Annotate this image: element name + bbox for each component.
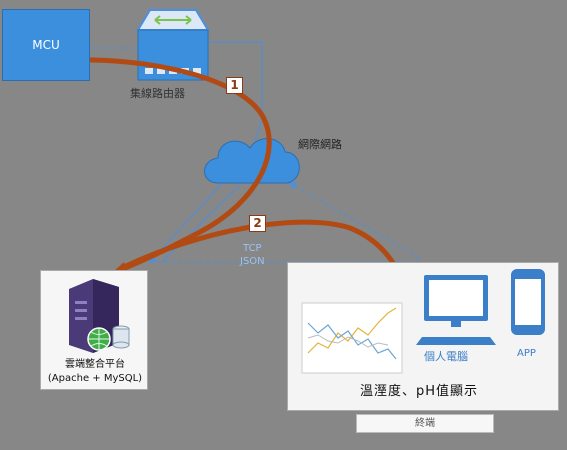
globe-icon <box>87 327 111 351</box>
mcu-label: MCU <box>32 38 60 52</box>
protocol-label: TCP JSON <box>240 242 265 268</box>
server-graphics <box>69 279 130 353</box>
monitor-icon <box>424 275 488 327</box>
pc-label: 個人電腦 <box>424 350 468 363</box>
link-internet-server-2 <box>161 184 241 263</box>
internet-label: 網際網路 <box>298 138 342 151</box>
cloud-icon <box>204 138 300 184</box>
step-2-badge: 2 <box>249 215 266 232</box>
display-label: 溫溼度、pH值顯示 <box>360 384 479 399</box>
terminal-box <box>287 262 559 411</box>
cloud-platform-box <box>40 270 148 390</box>
cloud-platform-name: 雲端整合平台 <box>65 359 125 370</box>
protocol-json: JSON <box>240 256 265 267</box>
database-icon <box>112 325 130 349</box>
link-router-internet <box>208 41 263 141</box>
flow-arrow-2 <box>119 219 408 288</box>
phone-icon <box>511 269 545 335</box>
cloud-platform-label: 雲端整合平台 (Apache + MySQL) <box>40 358 150 386</box>
router-icon <box>136 9 210 81</box>
cloud-platform-stack: (Apache + MySQL) <box>47 373 143 384</box>
mcu-box: MCU <box>2 9 90 81</box>
terminal-graphics <box>301 269 545 374</box>
terminal-label: 終端 <box>356 414 494 433</box>
router-label: 集線路由器 <box>130 87 185 100</box>
app-label: APP <box>517 348 536 359</box>
keyboard-icon <box>416 337 496 345</box>
step-1-badge: 1 <box>226 77 243 94</box>
protocol-tcp: TCP <box>243 243 262 254</box>
chart-thumbnail <box>301 302 403 374</box>
